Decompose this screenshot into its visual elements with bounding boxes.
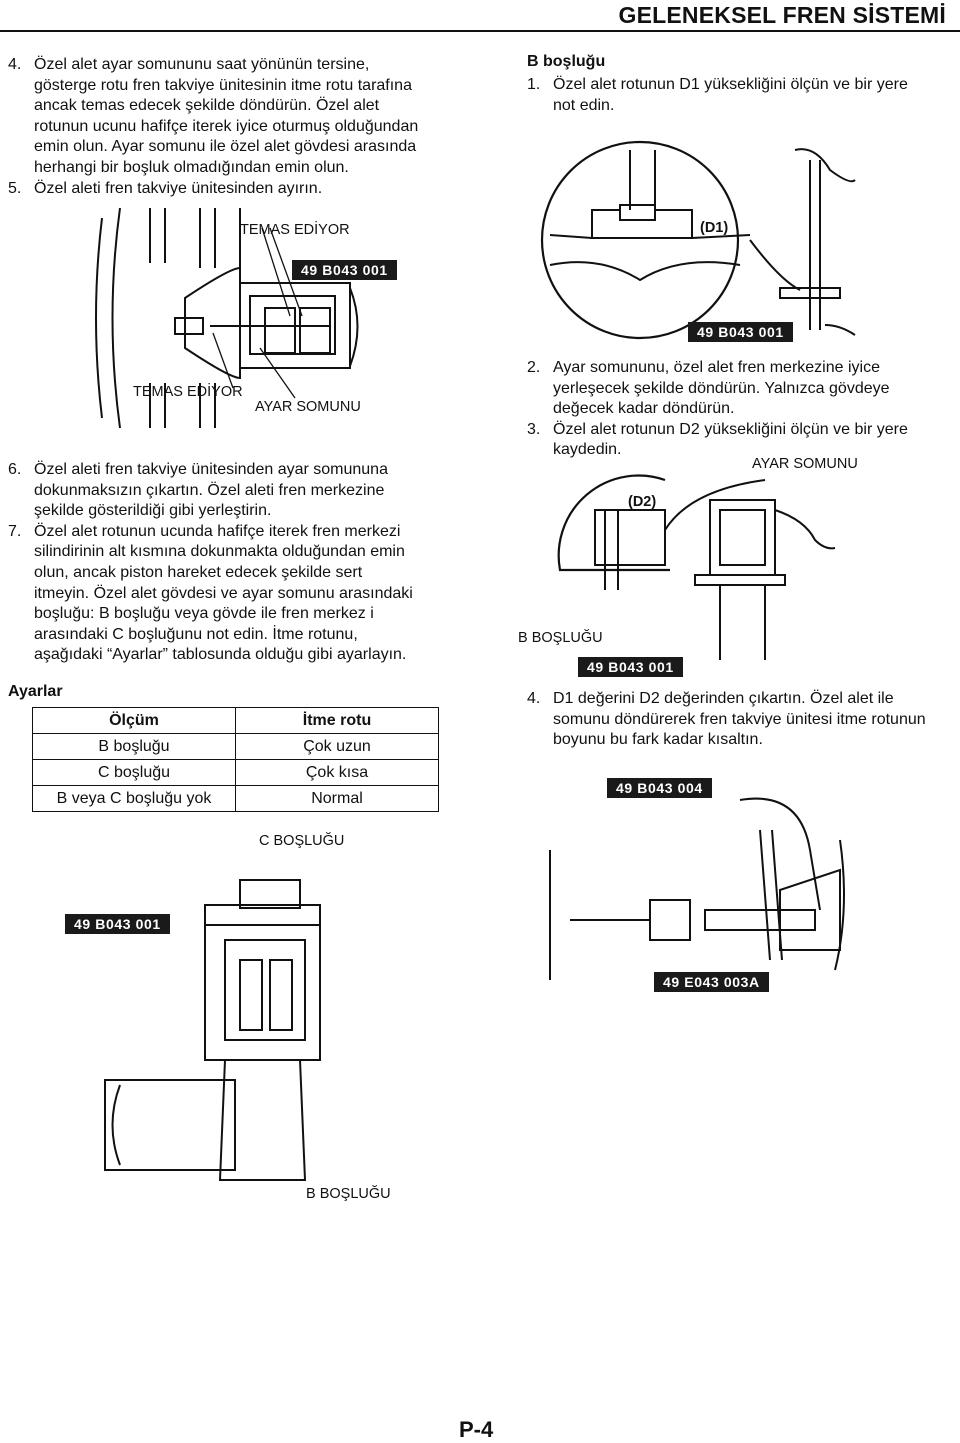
text-line: kaydedin.	[553, 441, 622, 459]
step-text: Özel alet rotunun D1 yüksekliğini ölçün …	[553, 75, 952, 116]
steps-2-3: 2. Ayar somununu, özel alet fren merkezi…	[527, 358, 952, 461]
fig3-label-b-gap: B BOŞLUĞU	[518, 630, 603, 646]
step-3: 3. Özel alet rotunun D2 yüksekliğini ölç…	[527, 420, 952, 461]
step-4-block: 4. D1 değerini D2 değerinden çıkartın. Ö…	[527, 689, 957, 751]
fig4-tool-code-bottom: 49 E043 003A	[654, 972, 769, 992]
fig2-tool-code: 49 B043 001	[688, 322, 793, 342]
text-line: Ayar somununu, özel alet fren merkezine …	[553, 359, 880, 376]
table-cell: C boşluğu	[32, 759, 236, 786]
fig4-tool-code-top: 49 B043 004	[607, 778, 712, 798]
figure-d2-measure	[557, 474, 836, 660]
fig1-tool-code: 49 B043 001	[292, 260, 397, 280]
page-number: P-4	[459, 1417, 494, 1442]
steps-6-7: 6. Özel aleti fren takviye ünitesinden a…	[8, 460, 478, 666]
text-line: gösterge rotu fren takviye ünitesinin it…	[34, 76, 412, 94]
page-header-title: GELENEKSEL FREN SİSTEMİ	[618, 2, 946, 28]
fig1-label-contact-bottom: TEMAS EDİYOR	[133, 384, 243, 400]
text-line: Özel alet ayar somununu saat yönünün ter…	[34, 56, 370, 73]
table-row: B veya C boşluğu yok Normal	[32, 785, 439, 812]
fig1-label-contact-top: TEMAS EDİYOR	[240, 222, 350, 238]
step-1-block: 1. Özel alet rotunun D1 yüksekliğini ölç…	[527, 75, 952, 116]
text-line: aşağıdaki “Ayarlar” tablosunda olduğu gi…	[34, 646, 407, 664]
step-4: 4. Özel alet ayar somununu saat yönünün …	[8, 55, 478, 179]
text-line: olun, ancak piston hareket edecek şekild…	[34, 563, 363, 581]
section-b-gap-title: B boşluğu	[527, 53, 606, 70]
step-number: 4.	[8, 56, 22, 73]
fig5-label-c-gap: C BOŞLUĞU	[259, 833, 345, 849]
step-4-right: 4. D1 değerini D2 değerinden çıkartın. Ö…	[527, 689, 957, 751]
text-line: somunu döndürerek fren takviye ünitesi i…	[553, 710, 926, 728]
table-row: B boşluğu Çok uzun	[32, 733, 439, 760]
steps-4-5: 4. Özel alet ayar somununu saat yönünün …	[8, 55, 478, 199]
header-divider	[0, 30, 960, 32]
text-line: rotunun ucunu hafifçe iterek iyice oturm…	[34, 117, 419, 135]
text-line: ancak temas edecek şekilde döndürün. Öze…	[34, 97, 380, 115]
table-cell: B boşluğu	[32, 733, 236, 760]
fig3-label-adjust-nut: AYAR SOMUNU	[752, 456, 858, 472]
step-text: D1 değerini D2 değerinden çıkartın. Özel…	[553, 689, 957, 751]
table-cell: Çok uzun	[235, 733, 439, 760]
step-5: 5. Özel aleti fren takviye ünitesinden a…	[8, 179, 478, 200]
figure-tool-on-master	[104, 879, 321, 1181]
table-header-cell: İtme rotu	[235, 707, 439, 734]
step-text: Ayar somununu, özel alet fren merkezine …	[553, 358, 952, 420]
text-line: silindirinin alt kısmına dokunmakta oldu…	[34, 543, 405, 561]
step-number: 1.	[527, 76, 541, 93]
step-number: 6.	[8, 461, 22, 478]
text-line: itmeyin. Özel alet gövdesi ve ayar somun…	[34, 584, 413, 602]
step-number: 7.	[8, 522, 22, 540]
text-line: değecek kadar döndürün.	[553, 400, 735, 418]
step-6: 6. Özel aleti fren takviye ünitesinden a…	[8, 460, 478, 522]
text-line: boyunu bu fark kadar kısaltın.	[553, 731, 763, 749]
text-line: D1 değerini D2 değerinden çıkartın. Özel…	[553, 690, 894, 707]
text-line: Özel alet rotunun D2 yüksekliğini ölçün …	[553, 420, 908, 438]
text-line: dokunmaksızın çıkartın. Özel aleti fren …	[34, 481, 385, 499]
text-line: şekilde gösterildiği gibi yerleştirin.	[34, 502, 272, 520]
step-text: Özel alet rotunun ucunda hafifçe iterek …	[34, 522, 478, 666]
text-line: yerleşecek şekilde döndürün. Yalnızca gö…	[553, 379, 890, 397]
text-line: Özel aleti fren takviye ünitesinden ayar…	[34, 461, 388, 478]
text-line: herhangi bir boşluk olmadığından emin ol…	[34, 158, 349, 176]
step-number: 3.	[527, 420, 541, 438]
table-cell: B veya C boşluğu yok	[32, 785, 236, 812]
fig3-dim-d2: (D2)	[628, 494, 657, 510]
step-number: 4.	[527, 690, 541, 707]
fig1-label-adjust-nut: AYAR SOMUNU	[255, 399, 361, 415]
text-line: Özel alet rotunun D1 yüksekliğini ölçün …	[553, 76, 908, 93]
fig5-label-b-gap: B BOŞLUĞU	[306, 1186, 391, 1202]
figure-shorten-rod	[549, 797, 845, 980]
table-header-row: Ölçüm İtme rotu	[32, 707, 439, 734]
text-line: arasındaki C boşluğunu not edin. İtme ro…	[34, 625, 358, 643]
table-header-cell: Ölçüm	[32, 707, 236, 734]
figure-booster-contact	[95, 207, 359, 429]
step-2: 2. Ayar somununu, özel alet fren merkezi…	[527, 358, 952, 420]
table-cell: Çok kısa	[235, 759, 439, 786]
step-text: Özel alet rotunun D2 yüksekliğini ölçün …	[553, 420, 952, 461]
step-text: Özel aleti fren takviye ünitesinden ayar…	[34, 460, 478, 522]
step-text: Özel alet ayar somununu saat yönünün ter…	[34, 55, 478, 179]
text-line: not edin.	[553, 96, 615, 114]
text-line: Özel aleti fren takviye ünitesinden ayır…	[34, 179, 323, 197]
fig2-dim-d1: (D1)	[700, 220, 729, 236]
step-text: Özel aleti fren takviye ünitesinden ayır…	[34, 179, 478, 200]
adjustments-table: Ölçüm İtme rotu B boşluğu Çok uzun C boş…	[32, 707, 439, 812]
fig3-tool-code: 49 B043 001	[578, 657, 683, 677]
figure-d1-measure	[540, 140, 856, 340]
table-cell: Normal	[235, 785, 439, 812]
step-number: 2.	[527, 359, 541, 376]
text-line: emin olun. Ayar somunu ile özel alet göv…	[34, 138, 417, 156]
adjustments-title: Ayarlar	[8, 683, 63, 700]
text-line: boşluğu: B boşluğu veya gövde ile fren m…	[34, 605, 374, 623]
text-line: Özel alet rotunun ucunda hafifçe iterek …	[34, 522, 401, 540]
table-row: C boşluğu Çok kısa	[32, 759, 439, 786]
step-7: 7. Özel alet rotunun ucunda hafifçe iter…	[8, 522, 478, 666]
step-number: 5.	[8, 179, 22, 197]
fig5-tool-code: 49 B043 001	[65, 914, 170, 934]
step-1: 1. Özel alet rotunun D1 yüksekliğini ölç…	[527, 75, 952, 116]
